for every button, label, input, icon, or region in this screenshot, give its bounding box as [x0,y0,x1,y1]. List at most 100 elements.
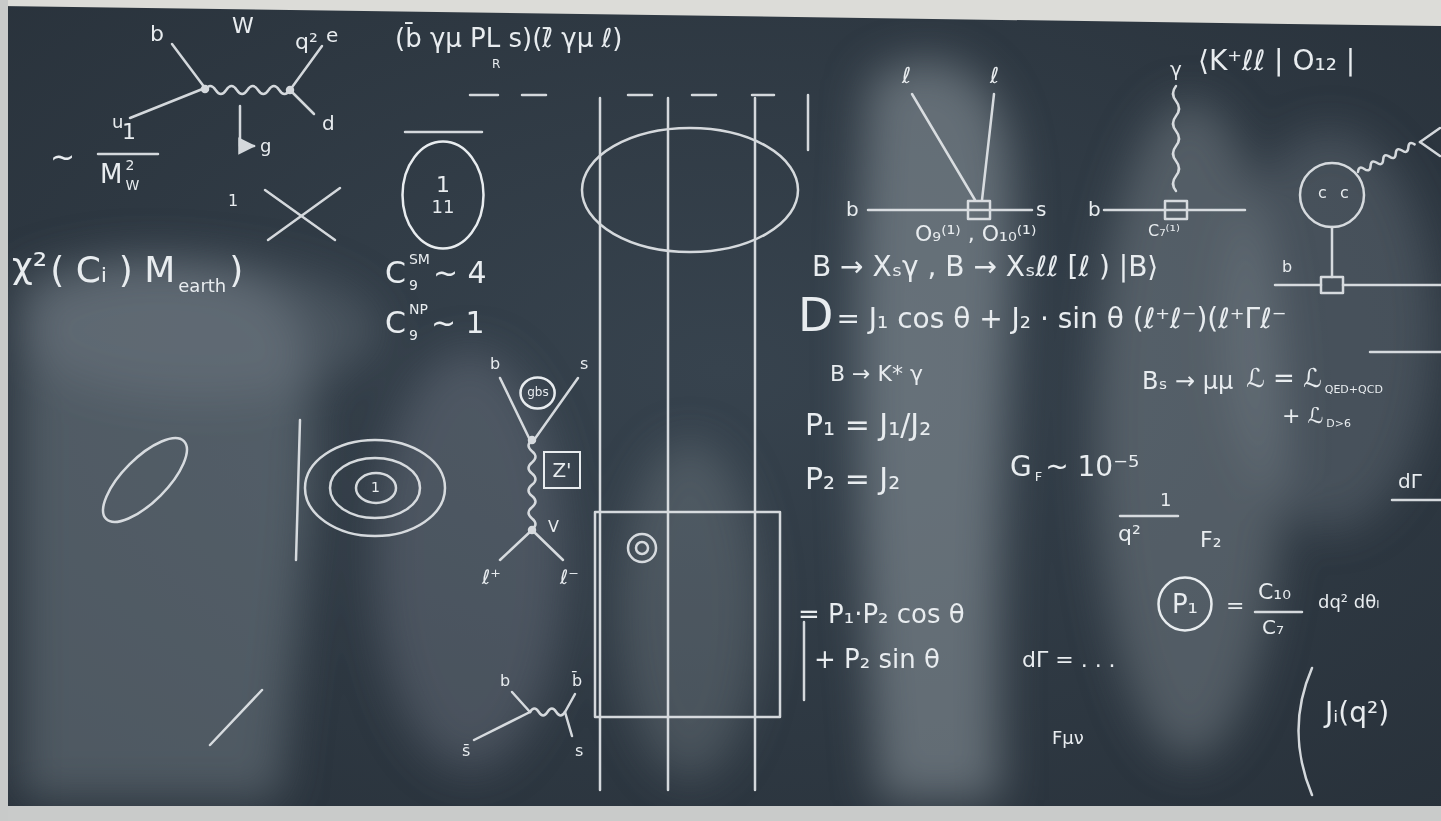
chalk-label: = P₁·P₂ cos θ [798,600,965,629]
chalk-drawing [91,44,1441,795]
chalk-label: ℓ⁺ [482,566,501,588]
chalk-label: + P₂ sin θ [814,645,940,674]
z-prime-line [529,440,536,530]
chalk-label: B → Xₛγ , B → Xₛℓℓ [ℓ ) |B⟩ [812,252,1158,283]
chalk-label: b [1088,198,1101,220]
chalk-label: R [492,58,500,71]
fermion-line [474,712,530,740]
chalk-label: D>6 [1326,418,1351,430]
photon-line [1173,86,1179,191]
contour-ellipse [330,458,420,518]
chalk-label: e [326,24,338,46]
fermion-line [565,694,575,712]
chalk-label: 1 [122,120,136,144]
chalk-label: V [548,518,559,536]
chalk-label: ⟨K⁺ℓℓ | O₁₂ | [1198,46,1355,77]
chalk-label: s [575,742,583,760]
chalk-label: ~ 1 [431,306,485,339]
chalk-label: C₁₀ [1258,580,1291,604]
chalk-label: s [1036,198,1046,220]
smudge [375,350,565,770]
fermion-line [565,712,572,736]
chalk-label: B → K* γ [830,362,923,386]
circled-coupling: gbs [519,376,556,410]
erased-smudges [20,61,1435,800]
chalk-label: 1 [1160,490,1171,510]
chalk-label: g [260,136,271,156]
chalk-label: ℓ [902,64,911,88]
node-outline [1159,578,1212,631]
operator-box [1165,201,1187,219]
large-oval [582,128,798,252]
dash-mark [752,94,774,97]
operator-box [1321,277,1343,293]
chalk-label: s [580,355,588,373]
chalk-label: χ² [12,246,47,286]
underline [1370,351,1441,354]
chalk-label: d [322,112,335,134]
chalk-label: W [232,14,254,38]
fermion-line [500,530,532,560]
boson-line [530,709,565,716]
chalk-label: SM [409,252,430,267]
dash-mark [522,94,546,97]
dash-mark [692,94,716,97]
chalk-label: O₉⁽¹⁾ , O₁₀⁽¹⁾ [915,222,1036,246]
chalk-label: b [150,22,164,46]
chalk-label: b [490,355,500,373]
chalk-label: b [1282,258,1292,276]
chalk-label: ~ [50,140,75,173]
chalk-label: b [846,198,859,220]
chalk-label: + ℒ [1282,404,1323,428]
axis-line [210,690,262,745]
chalk-label: dq² dθₗ [1318,592,1379,612]
chalk-label: ~ 10⁻⁵ [1045,452,1139,483]
fermion-line [130,88,205,118]
oval-node: 111 [401,140,485,250]
lepton-line [1420,128,1440,142]
chalk-label: G [1010,452,1032,483]
chalk-label: ℓ⁻ [560,566,579,588]
node-text: 1 [436,173,450,197]
charm-loop [1300,163,1364,227]
fraction-bar [1120,515,1178,518]
contact-vertex [265,190,335,240]
node-outline [403,142,484,249]
chalk-label: P₁ = J₁/J₂ [805,408,931,441]
chalk-label: Fμν [1052,728,1084,748]
chalk-label: q² [1118,522,1141,546]
fraction-bar [1255,611,1302,614]
grid-line [667,98,670,790]
grid-line [754,98,757,790]
lepton-line [982,94,994,200]
photon-line [1357,142,1416,175]
chalk-label: C₇ [1262,616,1284,638]
fermion-line [512,692,530,712]
chalk-label: D [798,290,833,341]
grid-line [599,98,602,790]
grid-line [807,95,810,150]
chalk-label: ℒ = ℒ [1246,364,1322,393]
fraction-bar [1392,499,1441,502]
fermion-line [290,90,314,114]
chalk-label: γ [1170,58,1182,80]
w-boson-line [205,86,290,94]
quark-line [1104,209,1245,212]
chalk-label: QED+QCD [1325,384,1383,396]
vertex-dot [287,87,293,93]
chalk-label: C [385,306,406,339]
chalk-label: s̄ [462,742,470,760]
contour-ellipse [356,473,396,503]
fermion-line [172,44,205,88]
contact-vertex [268,188,340,240]
chalk-label: C [385,256,406,289]
chalk-label: C₇⁽¹⁾ [1148,222,1180,240]
contour-ellipse [91,426,200,535]
quark-line [1275,284,1321,287]
chalk-label: M [100,160,122,189]
node-text: Z' [552,459,571,481]
chalk-label: Jᵢ(q²) [1325,698,1389,729]
